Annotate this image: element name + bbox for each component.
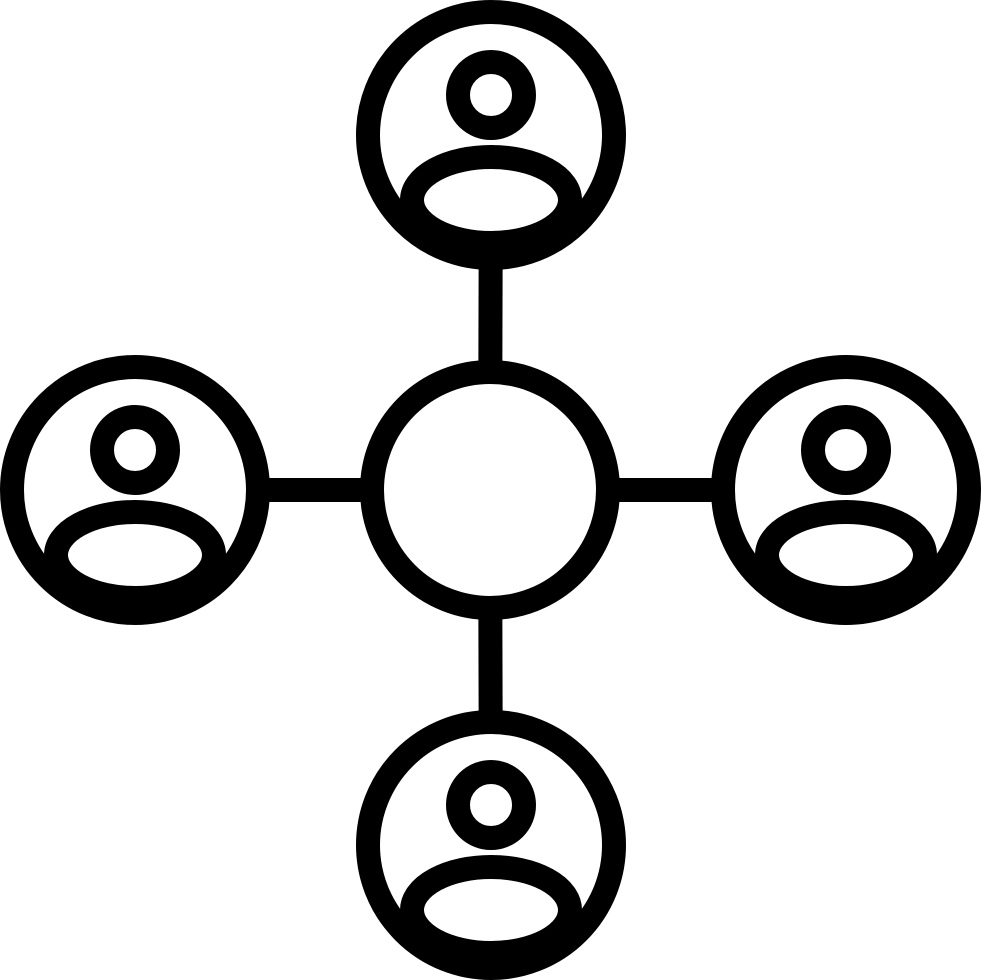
- user-node-bottom: [356, 710, 626, 980]
- user-body-icon: [400, 145, 582, 247]
- user-node-left: [0, 355, 270, 625]
- user-body-icon: [755, 500, 937, 602]
- user-node-top: [356, 0, 626, 270]
- user-head-icon: [801, 405, 891, 495]
- user-node-right: [711, 355, 981, 625]
- user-head-icon: [446, 50, 536, 140]
- user-head-icon: [90, 405, 180, 495]
- user-head-icon: [446, 760, 536, 850]
- user-body-icon: [400, 855, 582, 957]
- user-body-icon: [44, 500, 226, 602]
- connectors: [258, 257, 723, 723]
- hub-circle: [360, 360, 620, 620]
- hub-node: [360, 360, 620, 620]
